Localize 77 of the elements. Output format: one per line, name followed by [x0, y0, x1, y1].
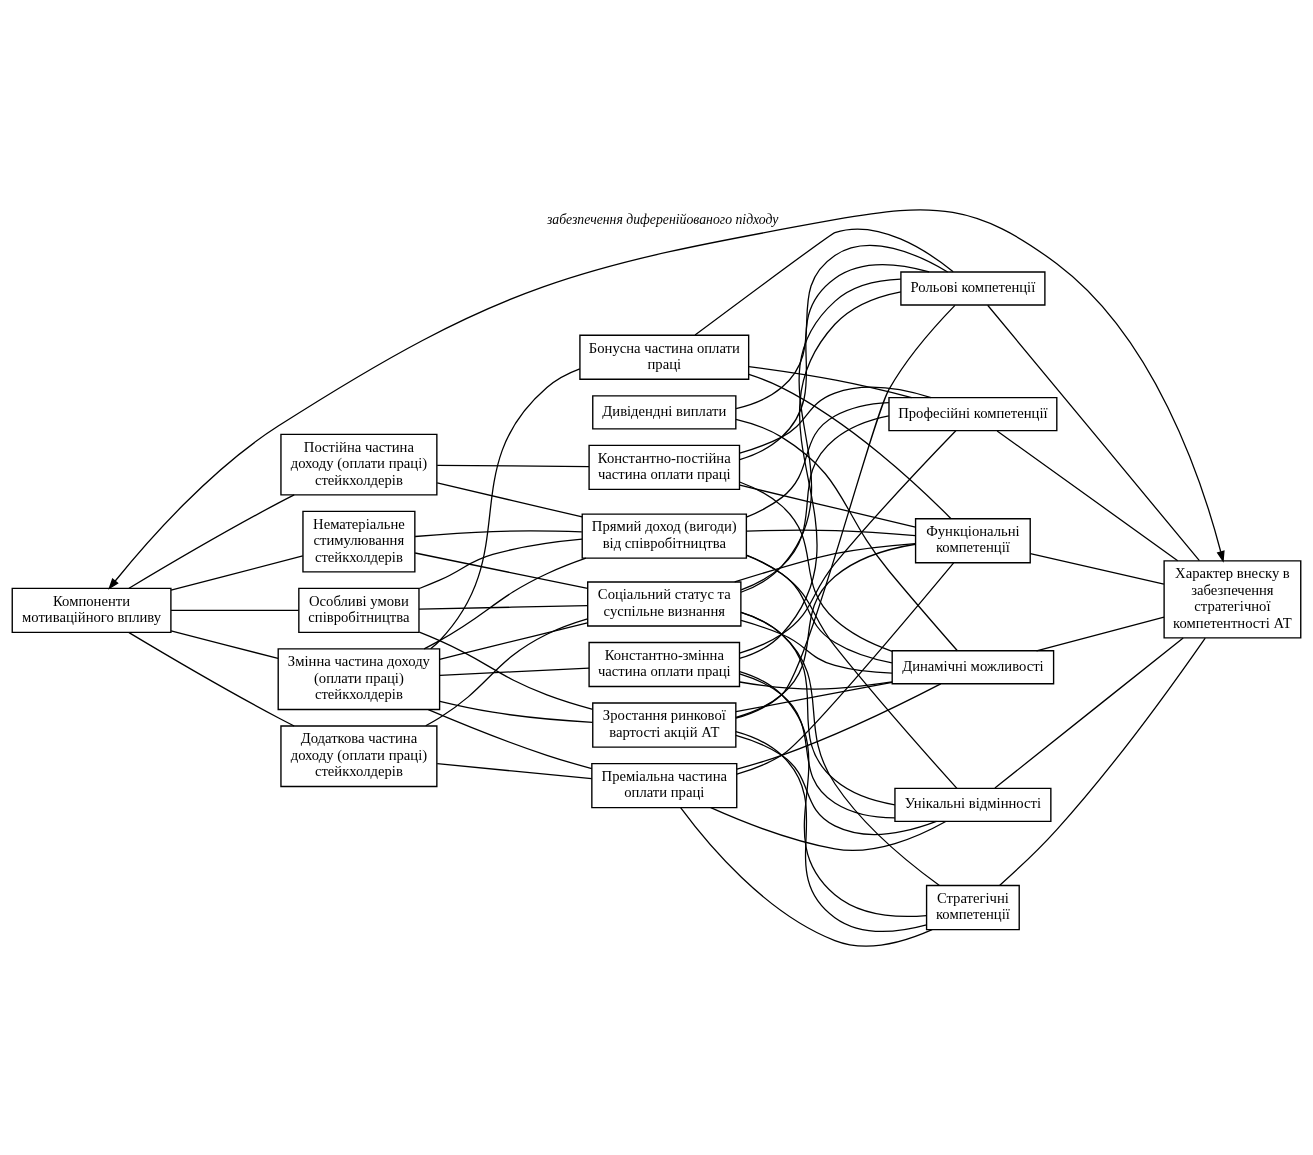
- connector: [735, 304, 956, 719]
- connector: [994, 636, 1184, 789]
- connector: [128, 631, 295, 727]
- connector: [427, 708, 593, 769]
- connector: [436, 481, 583, 518]
- connector: [998, 636, 1206, 886]
- connector: [735, 681, 893, 712]
- node-box: Додаткова частина доходу (оплати праці) стейкхолдерів: [280, 724, 438, 787]
- connector: [414, 551, 589, 589]
- arrow: [108, 208, 1225, 590]
- node-box: Професійні компетенції: [888, 396, 1058, 431]
- connector: [740, 611, 896, 805]
- connector: [740, 278, 902, 593]
- node-box: Преміальна частина оплати праці: [591, 762, 738, 808]
- node-box: Постійна частина доходу (оплати праці) стейкхолдерів: [280, 433, 438, 496]
- connector: [748, 365, 913, 398]
- node-box: Змінна частина доходу (оплати праці) стейкхолдерів: [277, 647, 441, 710]
- connector: [746, 528, 916, 536]
- connector: [128, 493, 295, 589]
- node-box: Бонусна частина оплати праці: [579, 334, 750, 380]
- connector: [735, 244, 949, 409]
- connector: [739, 480, 893, 652]
- connector: [734, 542, 916, 582]
- connector: [414, 529, 583, 537]
- connector: [735, 734, 938, 835]
- node-box: Унікальні відмінності: [894, 787, 1052, 822]
- connector: [423, 557, 587, 650]
- node-box: Особливі умови співробітництва: [298, 587, 420, 633]
- connector: [679, 806, 933, 947]
- connector: [170, 554, 304, 591]
- node-box: Нематеріальне стимулювання стейкхолдерів: [302, 510, 416, 573]
- connector: [735, 543, 917, 718]
- connector: [694, 227, 954, 336]
- node-box: Прямий доход (вигоди) від співробітництва: [581, 512, 748, 559]
- connector: [739, 672, 896, 819]
- connector: [739, 263, 930, 460]
- connector: [739, 670, 928, 917]
- connector: [740, 619, 893, 674]
- connector: [418, 538, 583, 589]
- node-box: Функціональні компетенції: [914, 517, 1031, 563]
- connector: [735, 730, 928, 932]
- connector: [439, 667, 590, 676]
- node-box: Стратегічні компетенції: [925, 884, 1020, 930]
- connector: [425, 617, 589, 726]
- connector: [710, 806, 947, 851]
- connector: [439, 621, 588, 660]
- edge-label: забезпечення диференійованого підходу: [546, 211, 779, 227]
- connector: [418, 604, 589, 610]
- connector: [436, 762, 593, 779]
- connector: [1035, 616, 1165, 651]
- connector: [170, 629, 279, 659]
- connector: [748, 373, 952, 519]
- node-box: Константно-постійна частина оплати праці: [588, 444, 741, 490]
- connector: [739, 386, 932, 454]
- connector: [739, 680, 893, 690]
- node-box: Рольові компетенції: [900, 270, 1046, 306]
- node-box: Константно-змінна частина оплати праці: [588, 641, 741, 687]
- connector: [738, 290, 902, 659]
- connector: [740, 611, 941, 886]
- connector: [745, 401, 890, 518]
- node-box: Характер внеску в забезпечення стратегічної компетентності АТ: [1163, 559, 1302, 639]
- node-box: Зростання ринкової вартості акцій АТ: [592, 701, 737, 748]
- connector: [1029, 552, 1165, 585]
- connector: [436, 464, 590, 467]
- connector: [987, 304, 1201, 561]
- connector: [430, 367, 581, 649]
- connector: [170, 609, 300, 611]
- connector: [439, 700, 594, 723]
- connector: [418, 631, 594, 710]
- node-box: Динамічні можливості: [891, 649, 1055, 684]
- node-box: Дивідендні виплати: [592, 394, 737, 429]
- node-box: Компоненти мотиваційного впливу: [11, 587, 172, 633]
- connector: [736, 682, 942, 770]
- connector: [739, 484, 916, 528]
- connector: [996, 429, 1179, 561]
- node-box: Соціальний статус та суспільне визнання: [587, 580, 742, 627]
- connector: [740, 414, 890, 591]
